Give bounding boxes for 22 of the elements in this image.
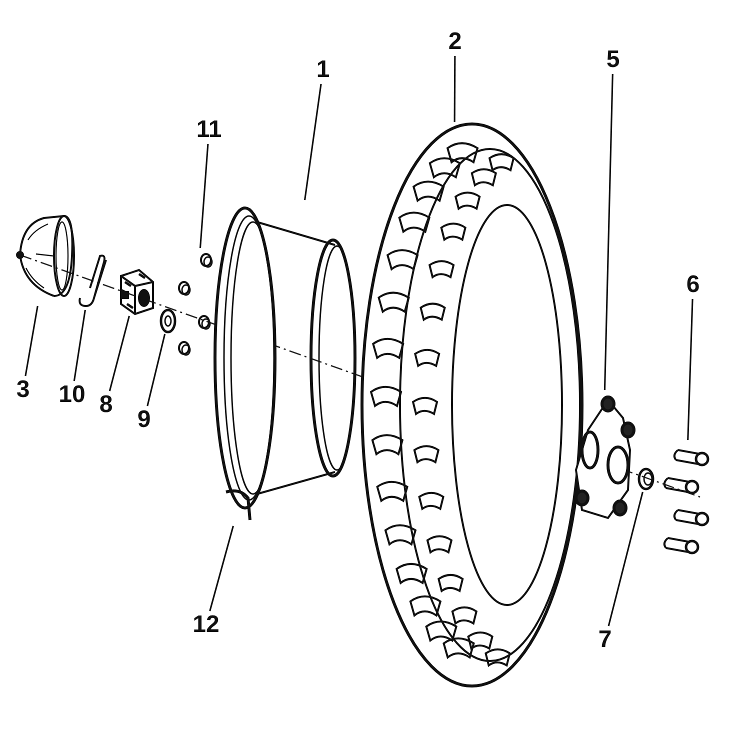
leader-line: [687, 298, 694, 440]
callout-number: 6: [680, 271, 706, 299]
callout-number: 3: [10, 376, 36, 404]
callout-number: 9: [131, 406, 157, 434]
leader-line: [108, 316, 130, 392]
callout-number: 8: [93, 391, 119, 419]
callout-number: 7: [592, 626, 618, 654]
callout-number: 10: [56, 381, 88, 409]
callout-number: 2: [442, 28, 468, 56]
callout-number: 11: [194, 116, 224, 144]
callout-number: 1: [310, 56, 336, 84]
leader-line: [604, 74, 614, 390]
leader-line: [146, 334, 166, 406]
leader-line: [304, 84, 322, 200]
callout-number: 12: [190, 611, 222, 639]
leader-line: [199, 144, 209, 248]
leader-line: [608, 492, 644, 626]
leader-line: [454, 56, 456, 122]
leader-line: [209, 526, 234, 612]
callout-number: 5: [600, 46, 626, 74]
leader-line: [24, 306, 38, 376]
leader-line: [73, 310, 86, 382]
